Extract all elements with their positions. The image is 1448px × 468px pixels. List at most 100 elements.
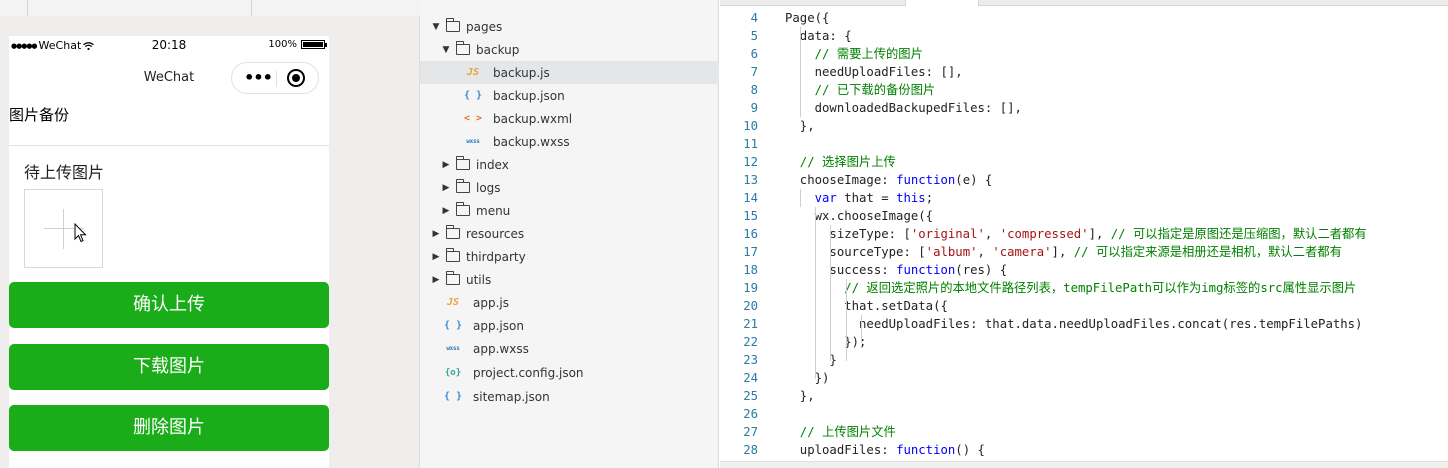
tree-item-label: pages [466,19,503,34]
code-line[interactable]: 20 that.setData({ [720,297,1448,315]
chevron-down-icon[interactable]: ▼ [432,21,440,32]
string-token: 'original' [910,227,985,241]
tree-folder-menu[interactable]: ▶menu [420,199,719,222]
indent-guide [830,225,831,361]
add-image-button[interactable] [24,189,103,268]
code-line[interactable]: 5 data: { [720,27,1448,45]
tree-item-label: backup.js [493,65,550,80]
line-number: 28 [743,443,758,457]
keyword-token: function [896,263,956,277]
wxss-file-icon: wxss [466,138,480,145]
code-line[interactable]: 14 var that = this; [720,189,1448,207]
wifi-icon [83,41,95,50]
chevron-right-icon[interactable]: ▶ [442,205,450,216]
more-icon[interactable]: ••• [244,68,273,87]
tree-item-label: backup.wxss [493,134,570,149]
json-file-icon: { } [443,320,463,331]
code-line[interactable]: 12 // 选择图片上传 [720,153,1448,171]
code-line[interactable]: 16 sizeType: ['original', 'compressed'],… [720,225,1448,243]
code-line[interactable]: 9 downloadedBackupedFiles: [], [720,99,1448,117]
tree-file-sitemap-json[interactable]: { }sitemap.json [420,385,719,408]
wxss-file-icon: wxss [446,345,460,352]
code-text: }, [785,117,815,135]
tree-folder-thirdparty[interactable]: ▶thirdparty [420,245,719,268]
tree-folder-logs[interactable]: ▶logs [420,176,719,199]
tree-folder-backup[interactable]: ▼backup [420,38,719,61]
tree-folder-resources[interactable]: ▶resources [420,222,719,245]
tree-file-backup-json[interactable]: { }backup.json [420,84,719,107]
code-token: needUploadFiles: [], [785,65,963,79]
code-line[interactable]: 26 [720,405,1448,423]
line-number: 7 [750,65,758,79]
toolbar-tab[interactable] [0,0,28,16]
indent-guide [800,27,801,117]
code-line[interactable]: 21 needUploadFiles: that.data.needUpload… [720,315,1448,333]
code-line[interactable]: 17 sourceType: ['album', 'camera'], // 可… [720,243,1448,261]
tree-file-backup-wxml[interactable]: < >backup.wxml [420,107,719,130]
battery-percent: 100% [268,39,297,50]
editor-tab-active[interactable] [905,0,979,6]
horizontal-scrollbar[interactable] [720,461,1448,468]
tree-file-app-wxss[interactable]: wxss app.wxss [420,337,719,360]
code-line[interactable]: 24 }) [720,369,1448,387]
code-text: // 需要上传的图片 [785,45,923,63]
tree-item-label: app.json [473,318,524,333]
chevron-right-icon[interactable]: ▶ [442,159,450,170]
tree-item-label: sitemap.json [473,389,550,404]
code-line[interactable]: 27 // 上传图片文件 [720,423,1448,441]
chevron-right-icon[interactable]: ▶ [432,274,440,285]
phone-screen: ●●●●● WeChat 20:18 100% WeChat ••• [9,36,329,468]
indent-guide [815,207,816,379]
code-line[interactable]: 11 [720,135,1448,153]
tree-folder-index[interactable]: ▶ index [420,153,719,176]
delete-images-button[interactable]: 删除图片 [9,405,329,451]
confirm-upload-button[interactable]: 确认上传 [9,282,329,328]
code-token: Page({ [785,11,830,25]
upload-section-label: 待上传图片 [24,163,105,182]
tree-folder-pages[interactable]: ▼ pages [420,15,719,38]
tree-file-backup-js[interactable]: JS backup.js [420,61,719,84]
toolbar-tab[interactable] [28,0,252,16]
js-file-icon: JS [466,67,480,78]
tree-item-label: index [476,157,509,172]
tree-folder-utils[interactable]: ▶utils [420,268,719,291]
code-text: // 已下载的备份图片 [785,81,936,99]
code-line[interactable]: 22 }); [720,333,1448,351]
tree-file-backup-wxss[interactable]: wxss backup.wxss [420,130,719,153]
code-line[interactable]: 25 }, [720,387,1448,405]
string-token: 'compressed' [999,227,1089,241]
download-images-button[interactable]: 下载图片 [9,344,329,390]
code-line[interactable]: 15 wx.chooseImage({ [720,207,1448,225]
code-line[interactable]: 13 chooseImage: function(e) { [720,171,1448,189]
cfg-file-icon: {o} [444,367,462,378]
tree-item-label: app.wxss [473,341,529,356]
code-token: , [977,245,993,259]
battery-level [303,42,323,47]
code-line[interactable]: 19 // 返回选定照片的本地文件路径列表，tempFilePath可以作为im… [720,279,1448,297]
chevron-right-icon[interactable]: ▶ [432,228,440,239]
code-text: }) [785,369,830,387]
code-line[interactable]: 7 needUploadFiles: [], [720,63,1448,81]
chevron-down-icon[interactable]: ▼ [442,44,450,55]
code-line[interactable]: 10 }, [720,117,1448,135]
code-line[interactable]: 28 uploadFiles: function() { [720,441,1448,459]
code-text: needUploadFiles: that.data.needUploadFil… [785,315,1362,333]
line-number: 13 [743,173,758,187]
code-line[interactable]: 6 // 需要上传的图片 [720,45,1448,63]
chevron-right-icon[interactable]: ▶ [442,182,450,193]
tree-file-app-json[interactable]: { } app.json [420,314,719,337]
code-line[interactable]: 23 } [720,351,1448,369]
signal-icon: ●●●●● [11,41,38,50]
chevron-right-icon[interactable]: ▶ [432,251,440,262]
line-number: 9 [750,101,758,115]
tree-file-project-config-json[interactable]: {o}project.config.json [420,361,719,384]
code-line[interactable]: 18 success: function(res) { [720,261,1448,279]
code-line[interactable]: 8 // 已下载的备份图片 [720,81,1448,99]
close-miniprogram-icon[interactable] [287,69,305,87]
folder-icon [456,41,470,55]
status-time: 20:18 [151,38,187,52]
line-number: 11 [743,137,758,151]
